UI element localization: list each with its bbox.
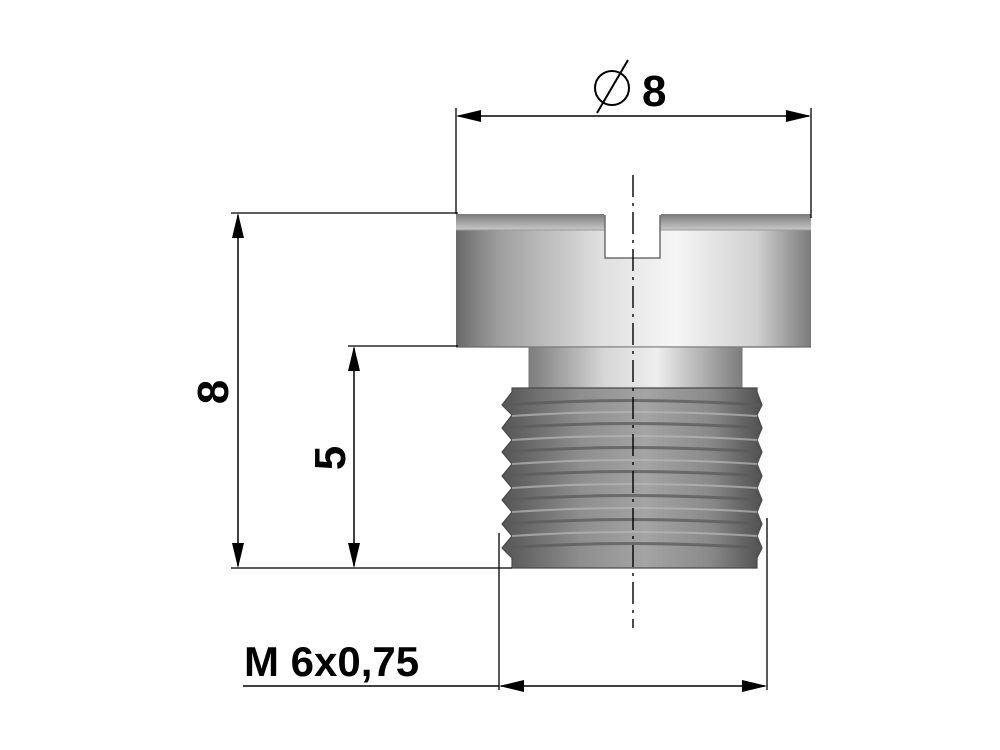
screw-neck bbox=[528, 346, 743, 390]
thread-spec-dimension: M 6x0,75 bbox=[243, 518, 768, 692]
total-height-value: 8 bbox=[189, 380, 238, 404]
diameter-symbol bbox=[594, 59, 630, 114]
diameter-dimension: 8 bbox=[455, 59, 812, 218]
thread-length-dimension: 5 bbox=[306, 345, 458, 568]
total-height-dimension: 8 bbox=[189, 212, 512, 569]
screw-thread bbox=[501, 387, 763, 569]
thread-spec-label: M 6x0,75 bbox=[244, 638, 419, 685]
thread-length-value: 5 bbox=[306, 446, 355, 470]
diameter-value: 8 bbox=[642, 67, 666, 116]
